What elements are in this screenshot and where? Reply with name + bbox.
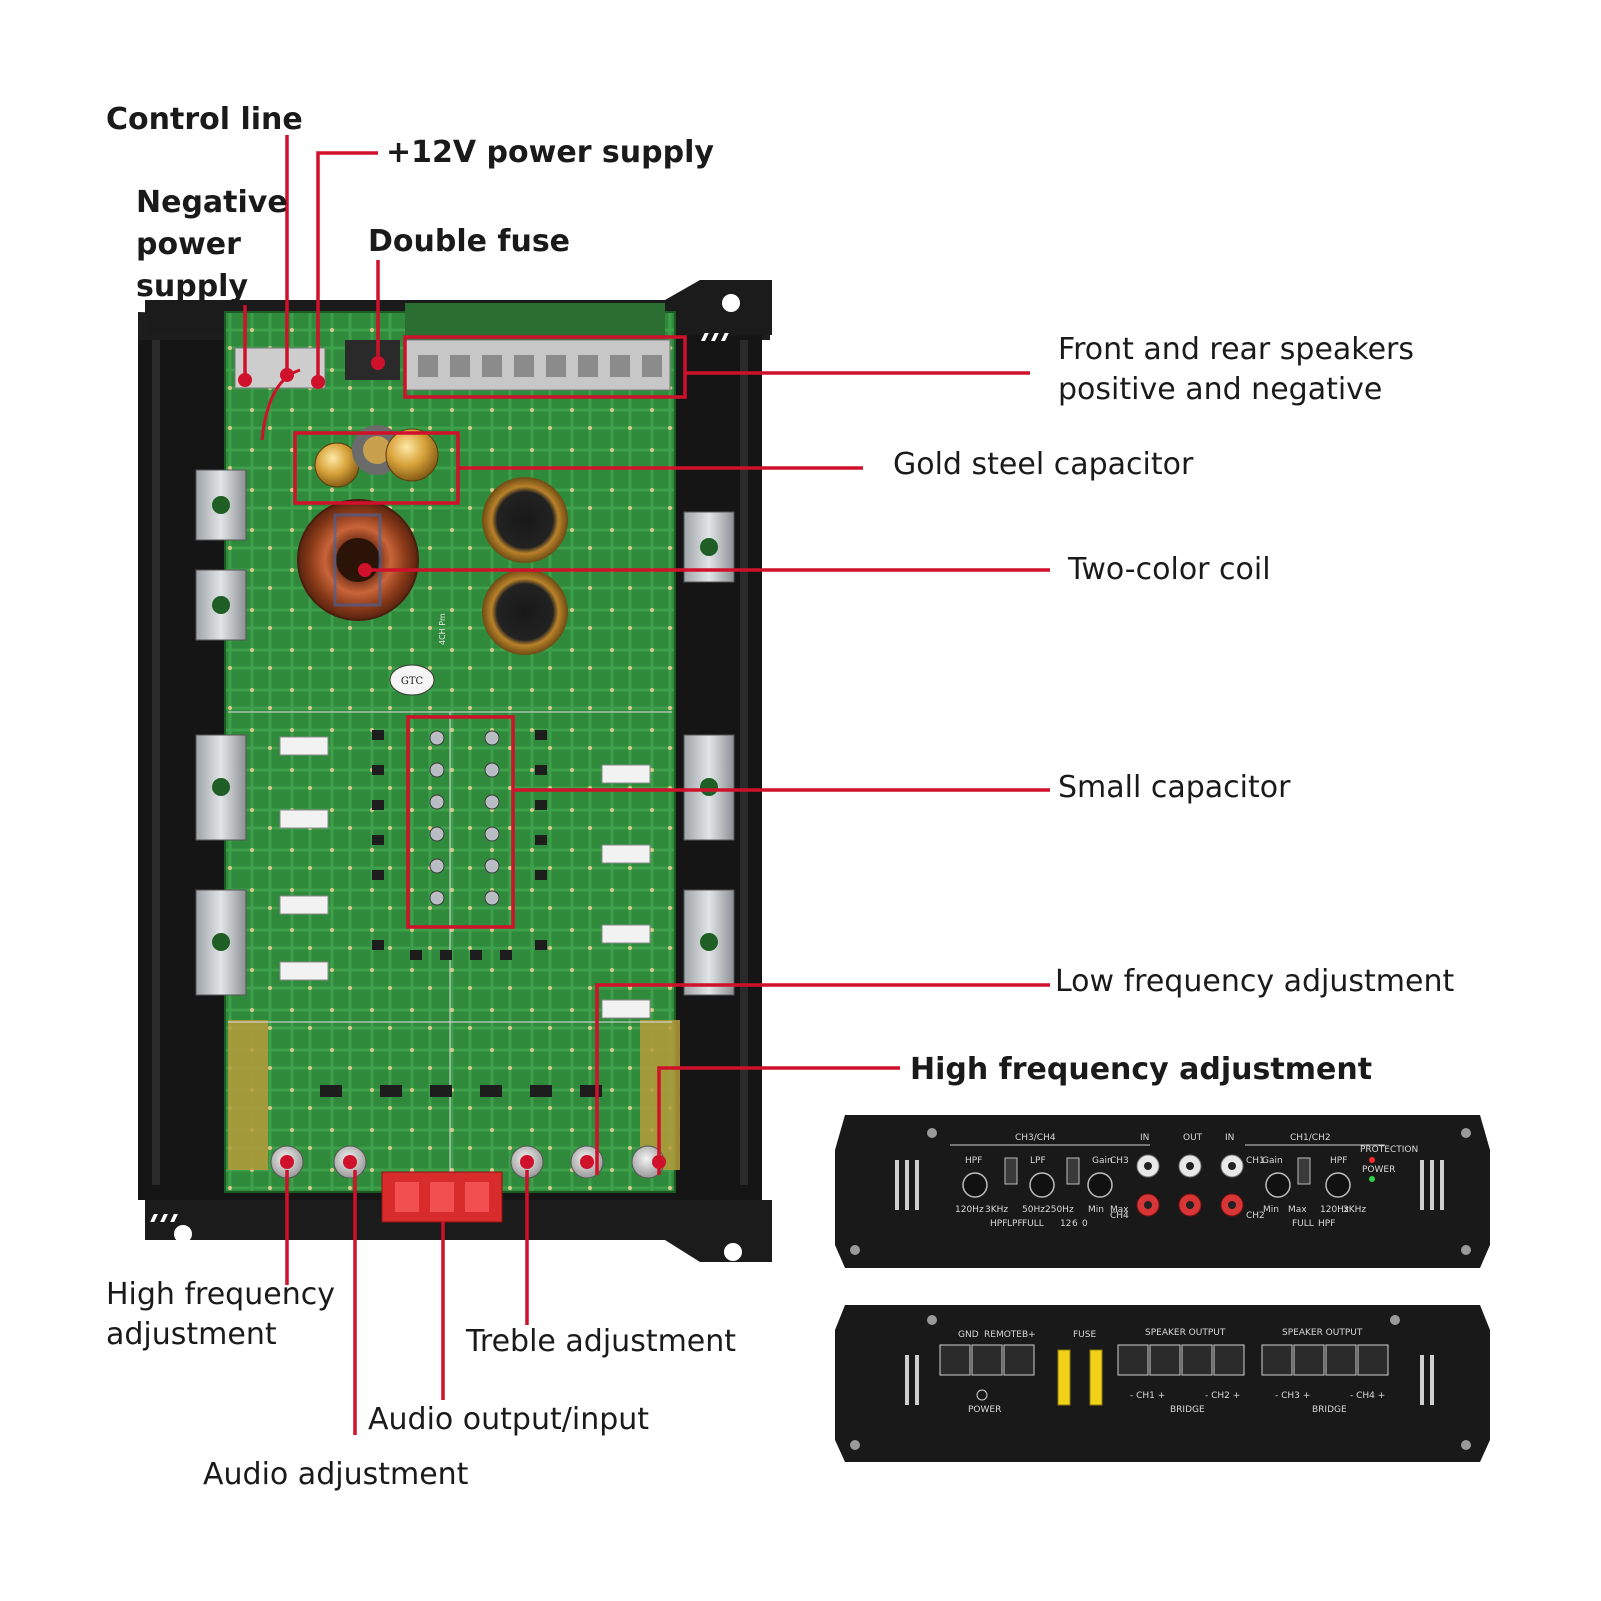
label-negative-power-supply: Negative power supply <box>136 185 288 304</box>
board-logo-text: GTC <box>401 676 424 687</box>
front-min-right: Min <box>1263 1205 1279 1215</box>
rca-jacks <box>1136 1154 1244 1217</box>
rear-bplus: B+ <box>1022 1330 1036 1340</box>
rear-fuse-label: FUSE <box>1073 1330 1096 1340</box>
front-mode-full-right: FULL <box>1292 1219 1314 1229</box>
front-gain-label: Gain <box>1092 1156 1113 1166</box>
front-mode-full: FULL <box>1022 1219 1044 1229</box>
board-logo: GTC 4CH Pm <box>389 613 447 696</box>
front-ch1-label: CH1 <box>1246 1156 1265 1166</box>
power-resistors <box>279 736 651 1019</box>
front-50hz: 50Hz <box>1022 1205 1045 1215</box>
label-double-fuse: Double fuse <box>368 224 571 259</box>
label-12v-power-supply: +12V power supply <box>386 135 714 170</box>
label-high-frequency-adjustment-left: High frequency adjustment <box>106 1277 335 1352</box>
front-3khz: 3KHz <box>985 1205 1008 1215</box>
rear-ch4: - CH4 + <box>1350 1391 1385 1401</box>
front-3khz-right: 3KHz <box>1343 1205 1366 1215</box>
front-in-right: IN <box>1225 1133 1234 1143</box>
rear-speaker-output-1: SPEAKER OUTPUT <box>1145 1328 1226 1338</box>
label-speaker-terminals: Front and rear speakers positive and neg… <box>1058 332 1415 407</box>
front-panel-view: CH3/CH4 CH1/CH2 IN OUT IN HPF LPF Gain C… <box>835 1115 1490 1268</box>
gold-steel-capacitors <box>314 425 439 488</box>
front-hpf-label: HPF <box>965 1156 982 1166</box>
rear-gnd: GND <box>958 1330 979 1340</box>
rear-ch1: - CH1 + <box>1130 1391 1165 1401</box>
front-mode-lpf: LPF <box>1007 1219 1023 1229</box>
rear-ch3: - CH3 + <box>1275 1391 1310 1401</box>
transistor-clamps <box>195 469 735 996</box>
label-two-color-coil: Two-color coil <box>1068 552 1271 587</box>
front-gain-right-label: Gain <box>1262 1156 1283 1166</box>
protection-led <box>1369 1157 1375 1163</box>
front-mode-hpf-right: HPF <box>1318 1219 1335 1229</box>
rear-remote: REMOTE <box>984 1330 1022 1340</box>
rear-power-terminals <box>939 1344 1035 1376</box>
front-mode-hpf: HPF <box>990 1219 1007 1229</box>
front-db-12: 12 <box>1060 1219 1071 1229</box>
front-db-6: 6 <box>1072 1219 1078 1229</box>
board-part-mark: 4CH Pm <box>438 613 447 645</box>
audio-connector-block <box>381 1171 503 1223</box>
front-lpf-label: LPF <box>1030 1156 1046 1166</box>
front-min: Min <box>1088 1205 1104 1215</box>
front-power-led-label: POWER <box>1362 1165 1395 1175</box>
rear-power-led <box>976 1389 988 1401</box>
front-250hz: 250Hz <box>1045 1205 1074 1215</box>
rear-speaker-output-2: SPEAKER OUTPUT <box>1282 1328 1363 1338</box>
transistor-rows <box>320 730 602 1097</box>
callout-dots <box>238 356 666 1169</box>
label-audio-output-input: Audio output/input <box>368 1402 650 1437</box>
rear-bridge-1: BRIDGE <box>1170 1405 1205 1415</box>
front-knobs <box>962 1172 1351 1198</box>
mount-hole-bottom-left <box>174 1225 192 1243</box>
two-color-coil <box>297 499 419 621</box>
callout-lines <box>243 135 1050 1435</box>
label-small-capacitor: Small capacitor <box>1058 770 1291 805</box>
rear-ch2: - CH2 + <box>1205 1391 1240 1401</box>
power-coils <box>482 477 568 655</box>
front-ch4-label: CH4 <box>1110 1211 1129 1221</box>
front-switches <box>1004 1157 1311 1185</box>
front-in-left: IN <box>1140 1133 1149 1143</box>
label-treble-adjustment: Treble adjustment <box>466 1324 737 1359</box>
mount-hole-bottom-right <box>724 1243 742 1261</box>
front-120hz: 120Hz <box>955 1205 984 1215</box>
label-high-frequency-adjustment-right: High frequency adjustment <box>910 1052 1373 1087</box>
mount-hole-top <box>722 294 740 312</box>
rear-speaker-terminals <box>1117 1344 1389 1376</box>
front-group-ch34: CH3/CH4 <box>1015 1133 1056 1143</box>
rear-fuses <box>1057 1349 1103 1406</box>
front-db-0: 0 <box>1082 1219 1088 1229</box>
front-group-ch12: CH1/CH2 <box>1290 1133 1331 1143</box>
label-audio-adjustment: Audio adjustment <box>203 1457 469 1492</box>
front-ch2-label: CH2 <box>1246 1211 1265 1221</box>
label-low-frequency-adjustment: Low frequency adjustment <box>1055 964 1455 999</box>
speaker-terminal-block <box>404 339 671 391</box>
label-gold-steel-capacitor: Gold steel capacitor <box>893 447 1194 482</box>
front-hpf-right-label: HPF <box>1330 1156 1347 1166</box>
label-control-line: Control line <box>106 102 303 137</box>
front-max-right: Max <box>1288 1205 1307 1215</box>
power-led <box>1369 1176 1375 1182</box>
front-out: OUT <box>1183 1133 1203 1143</box>
rear-panel-view: GND REMOTE B+ FUSE SPEAKER OUTPUT SPEAKE… <box>835 1305 1490 1462</box>
front-120hz-right: 120Hz <box>1320 1205 1349 1215</box>
front-max: Max <box>1110 1205 1129 1215</box>
small-capacitors <box>429 730 500 906</box>
front-ch3-label: CH3 <box>1110 1156 1129 1166</box>
rear-bridge-2: BRIDGE <box>1312 1405 1347 1415</box>
rear-power-label: POWER <box>968 1405 1001 1415</box>
front-protection-label: PROTECTION <box>1360 1145 1418 1155</box>
